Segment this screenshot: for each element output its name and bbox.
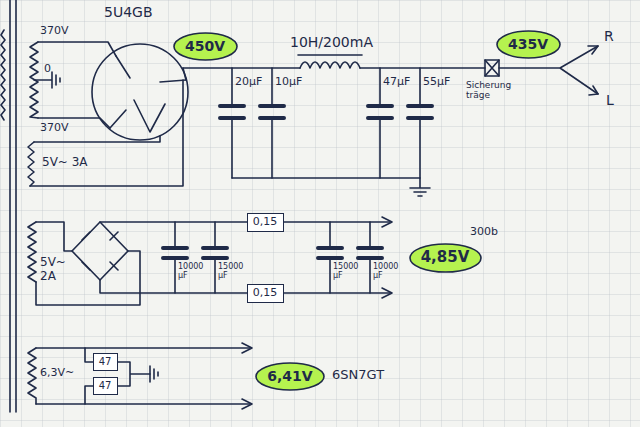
- component-label: 300b: [470, 226, 498, 239]
- resistor-box: 47: [93, 353, 118, 371]
- component-label: 5U4GB: [104, 4, 153, 20]
- voltage-callout: 450V: [173, 32, 238, 61]
- wire: [30, 68, 186, 186]
- fuse-symbol: [485, 60, 499, 76]
- resistor-value: 0,15: [253, 287, 278, 300]
- choke-symbol: [300, 62, 360, 68]
- component-label: 10000 μF: [178, 262, 208, 280]
- resistor-value: 0,15: [253, 216, 278, 229]
- heater-winding: [28, 142, 34, 186]
- component-label: 20μF: [235, 76, 262, 89]
- primary-winding: [1, 30, 5, 120]
- component-label: L: [606, 92, 614, 108]
- arrowhead: [242, 343, 252, 409]
- fuse-symbol: [485, 60, 499, 76]
- component-label: Sicherung träge: [466, 80, 524, 101]
- component-label: R: [604, 28, 614, 44]
- choke-core: [298, 54, 362, 56]
- component-label: 6SN7GT: [332, 368, 384, 383]
- highlight-oval: [410, 244, 481, 272]
- diode-mark: [82, 232, 118, 270]
- component-label: 0: [44, 63, 51, 76]
- ground-symbol: [150, 366, 158, 382]
- component-label: 10000 μF: [373, 262, 403, 280]
- voltage-value: 450V: [185, 38, 225, 54]
- tube-symbol: [92, 44, 188, 140]
- voltage-value: 4,85V: [421, 249, 470, 266]
- component-label: 370V: [40, 122, 69, 135]
- component-label: 5V~ 2A: [40, 256, 68, 284]
- wire: [232, 68, 420, 178]
- winding: [28, 348, 36, 404]
- highlight-oval: [497, 31, 560, 58]
- component-label: 47μF: [383, 76, 410, 89]
- component-label: 5V~ 3A: [42, 156, 88, 170]
- resistor-value: 47: [99, 380, 112, 392]
- capacitor-symbol: [163, 248, 382, 258]
- wire: [85, 348, 150, 404]
- highlight-oval: [256, 363, 324, 390]
- component-label: 10μF: [275, 76, 302, 89]
- component-label: 15000 μF: [333, 262, 363, 280]
- component-label: 6,3V~: [40, 367, 74, 380]
- component-label: 15000 μF: [218, 262, 248, 280]
- component-label: 370V: [40, 25, 69, 38]
- wire: [100, 222, 390, 293]
- highlight-oval: [174, 33, 237, 60]
- ground-symbol: [232, 178, 430, 196]
- tube-electrodes: [110, 56, 186, 132]
- voltage-value: 435V: [508, 36, 548, 52]
- component-label: 10H/200mA: [290, 34, 373, 50]
- voltage-callout: 4,85V: [409, 243, 482, 273]
- transformer-core: [10, 0, 16, 412]
- wire: [360, 67, 485, 69]
- voltage-callout: 6,41V: [255, 362, 325, 391]
- resistor-box: 0,15: [247, 213, 284, 232]
- arrowhead: [588, 46, 598, 95]
- wire: [183, 67, 300, 69]
- resistor-box: 47: [93, 377, 118, 395]
- bridge-rectifier: [72, 222, 128, 280]
- wire: [38, 42, 116, 128]
- voltage-value: 6,41V: [267, 368, 312, 384]
- capacitor-symbol: [220, 106, 432, 118]
- voltage-callout: 435V: [496, 30, 561, 59]
- resistor-value: 47: [99, 356, 112, 368]
- resistor-box: 0,15: [247, 284, 284, 303]
- component-label: 55μF: [423, 76, 450, 89]
- winding: [28, 222, 36, 282]
- wire: [36, 348, 250, 404]
